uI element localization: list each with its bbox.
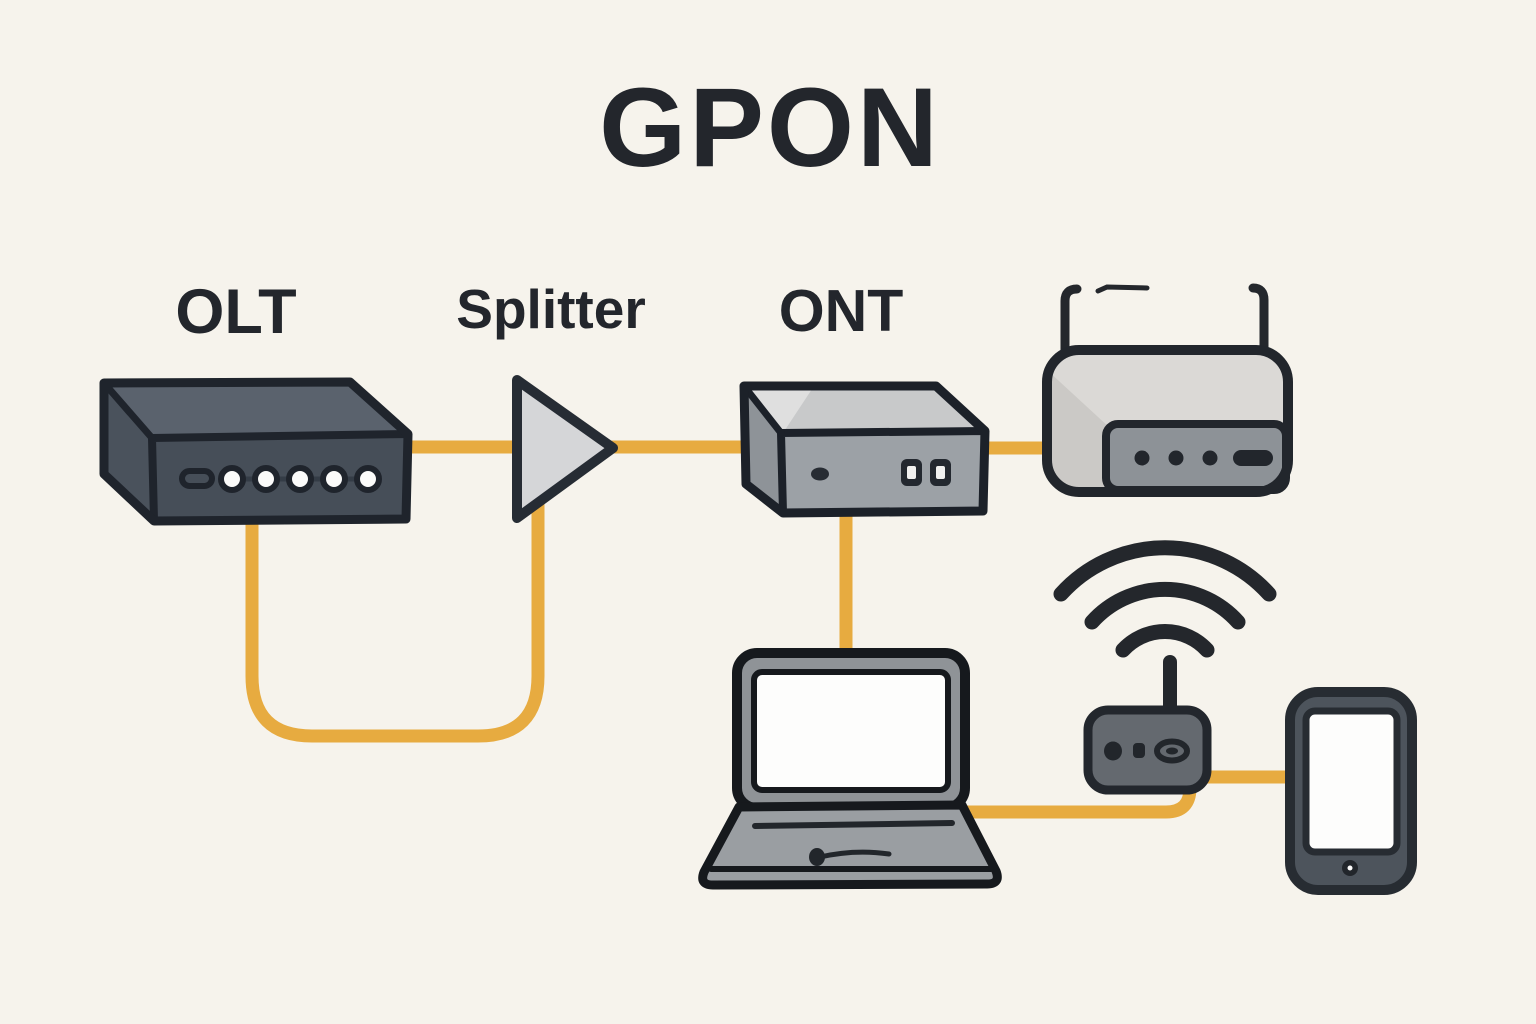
olt-port-2 (252, 465, 280, 493)
splitter-triangle-icon (512, 375, 618, 523)
ont-led-dot (811, 467, 829, 481)
olt-edge-line (100, 379, 156, 442)
wifi-arc-outer (1053, 540, 1277, 602)
ont-port-1-inner (907, 466, 916, 479)
fiber-olt-loop-to-splitter (245, 492, 545, 743)
olt-left-face (104, 383, 154, 521)
olt-label: OLT (175, 277, 296, 347)
laptop-trackpad-line (817, 849, 892, 860)
olt-port-3 (286, 465, 314, 493)
laptop-screen (751, 669, 951, 793)
laptop-trackpad-blob (809, 848, 825, 866)
ont-silhouette-outline (739, 381, 990, 518)
ont-top-highlight (744, 386, 814, 433)
router-led-2 (1168, 450, 1184, 466)
ont-edge-line (740, 382, 785, 437)
wifi-signal-icon (1053, 540, 1277, 658)
laptop-keyboard-line (752, 820, 955, 829)
access-point-body (1083, 705, 1212, 795)
router-antenna-left (1060, 284, 1082, 358)
router-top-stray-line (1095, 284, 1150, 294)
olt-chassis-icon (99, 377, 413, 526)
router-panel-leds (1134, 450, 1273, 466)
laptop-base (698, 800, 1002, 890)
ont-label: ONT (779, 278, 904, 344)
router-led-3 (1202, 450, 1218, 466)
wifi-arc-middle (1084, 581, 1246, 630)
access-point-dot (1104, 741, 1122, 761)
smartphone-icon (1285, 687, 1417, 895)
olt-port-5 (354, 465, 382, 493)
wifi-access-point-icon (1053, 540, 1277, 795)
laptop-icon (698, 648, 1002, 890)
router-antenna-right (1248, 283, 1269, 358)
olt-port-1 (218, 465, 246, 493)
router-led-1 (1134, 450, 1150, 466)
ont-port-2-inner (936, 466, 945, 479)
splitter-label: Splitter (456, 278, 645, 340)
wireless-router-icon (1042, 283, 1293, 497)
olt-silhouette-outline (99, 377, 413, 526)
access-point-oval-port (1154, 738, 1190, 764)
fiber-cables (245, 440, 1293, 819)
access-point-oval-center (1166, 747, 1178, 755)
olt-port-4 (320, 465, 348, 493)
phone-home-button-dot (1347, 865, 1353, 871)
router-body-shade (1047, 370, 1110, 492)
diagram-title: GPON (599, 65, 941, 190)
ont-front-face (781, 431, 985, 513)
olt-fiber-ports (218, 465, 382, 493)
olt-pill-port (179, 468, 215, 489)
router-port-pill (1233, 450, 1273, 466)
wifi-arc-inner (1115, 624, 1215, 658)
access-point-slot (1133, 743, 1145, 758)
ont-box-icon (739, 381, 990, 518)
olt-top-face (104, 382, 408, 438)
router-body-outline (1042, 345, 1293, 497)
ont-ports (901, 459, 951, 486)
ont-left-face (744, 386, 781, 512)
phone-screen (1302, 707, 1401, 856)
